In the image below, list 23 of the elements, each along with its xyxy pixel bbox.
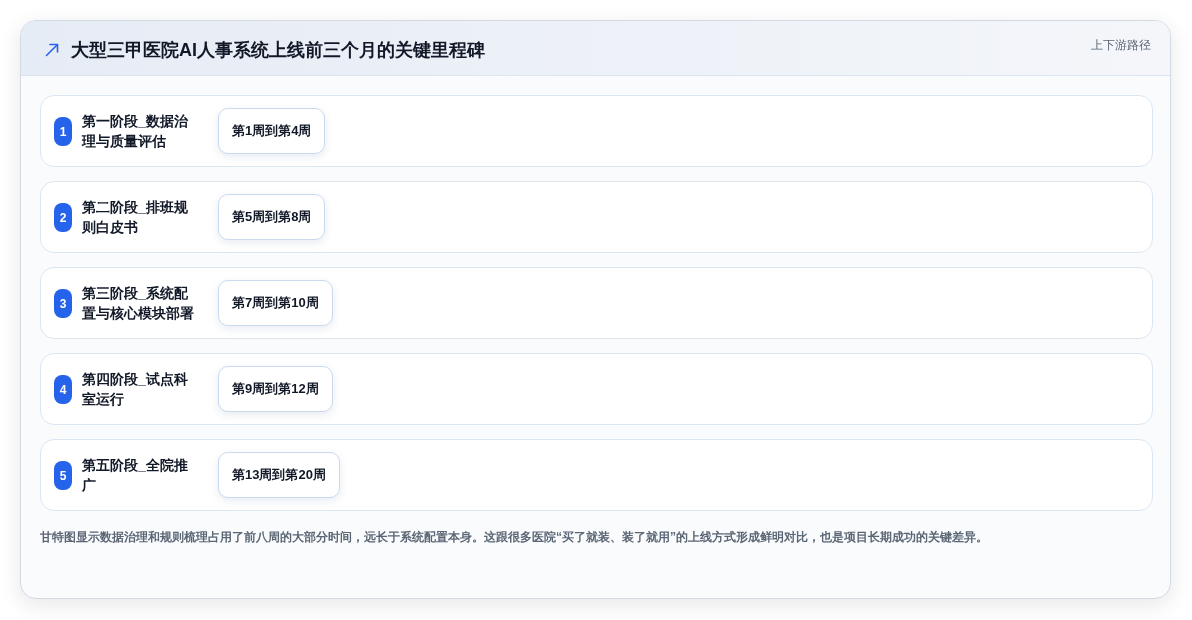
number-badge: 3 [54, 289, 72, 318]
title: 大型三甲医院AI人事系统上线前三个月的关键里程碑 [71, 39, 485, 62]
caption: 甘特图显示数据治理和规则梳理占用了前八周的大部分时间，远长于系统配置本身。这跟很多医院“买了就装、装了就用”的上线方式形成鲜明对比，也是项目长期成功的关键差异。 [40, 529, 989, 546]
stage-title: 第四阶段_试点科室运行 [82, 370, 189, 409]
stage-card [40, 267, 1153, 339]
week-range-tag: 第5周到第8周 [218, 194, 326, 240]
number-badge: 2 [54, 203, 72, 232]
stage-title: 第二阶段_排班规则白皮书 [82, 198, 189, 237]
stage-card [40, 353, 1153, 425]
stage-card [40, 439, 1153, 511]
week-range-tag: 第13周到第20周 [218, 452, 340, 498]
week-range-tag: 第9周到第12周 [218, 366, 333, 412]
stage-title: 第一阶段_数据治理与质量评估 [82, 112, 189, 151]
number-badge: 4 [54, 375, 72, 404]
stage-card [40, 95, 1153, 167]
week-range-tag: 第1周到第4周 [218, 108, 326, 154]
number-badge: 5 [54, 461, 72, 490]
header-note: 上下游路径 [1091, 37, 1151, 54]
stage-title: 第五阶段_全院推广 [82, 456, 189, 495]
number-badge: 1 [54, 117, 72, 146]
week-range-tag: 第7周到第10周 [218, 280, 333, 326]
stage-title: 第三阶段_系统配置与核心模块部署 [82, 284, 195, 323]
stage-card [40, 181, 1153, 253]
